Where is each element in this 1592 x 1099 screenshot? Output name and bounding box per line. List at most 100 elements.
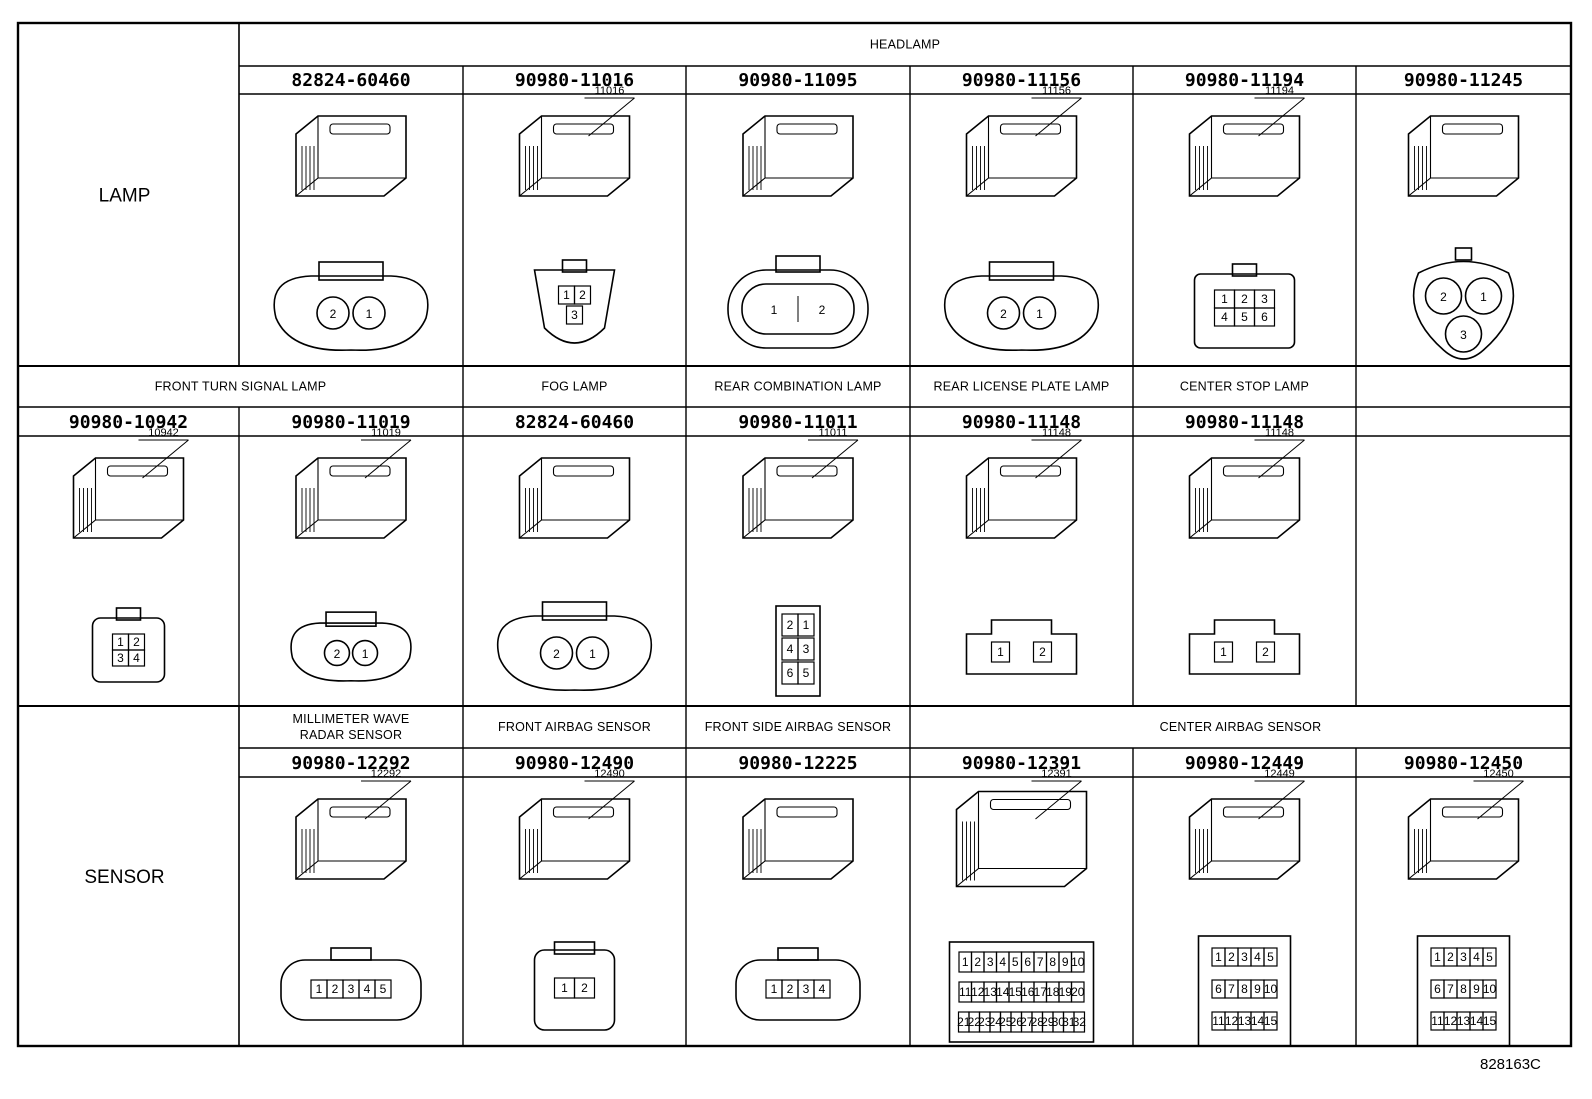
lock-tab [1222,465,1285,477]
pin-cell [797,661,815,685]
pin-number: 22 [968,1015,982,1029]
pin-number: 2 [1000,307,1007,321]
section-label: FRONT AIRBAG SENSOR [498,720,651,734]
pin-number: 4 [133,651,140,665]
part-number: 90980-12391 [962,753,1081,774]
pin-number: 8 [1241,982,1248,996]
part-number: 90980-11148 [1185,412,1304,433]
callout-arrow [1258,97,1305,137]
body-edge [742,458,853,539]
pin-number: 2 [553,647,560,661]
pin-number: 5 [803,666,810,680]
lock-tab [552,806,615,818]
row-category: LAMP [99,186,151,207]
part-number: 90980-11148 [962,412,1081,433]
face-outline [290,622,412,682]
callout-label: 11156 [1042,85,1071,97]
body-edge [73,458,184,539]
pin-number: 1 [771,982,778,996]
face-outline [775,605,821,697]
pin-cell [1032,641,1053,663]
pin-number: 4 [787,642,794,656]
face-latch [988,261,1055,281]
pin-cell [1482,947,1497,967]
section-label: REAR LICENSE PLATE LAMP [934,380,1110,394]
body-edge [1189,799,1300,880]
pin-cavity [351,639,379,667]
pin-number: 4 [364,982,371,996]
body-edge [295,458,406,539]
pin-number: 24 [989,1015,1003,1029]
callout-label: 11148 [1042,427,1071,439]
pin-number: 3 [348,982,355,996]
pin-number: 15 [1483,1014,1497,1028]
table-border [16,21,1573,1048]
pin-number: 23 [978,1015,992,1029]
face-latch [1231,263,1258,277]
callout-label: 11019 [371,427,401,439]
pin-number: 5 [1012,955,1019,969]
lock-tab [329,806,391,818]
part-number: 90980-11245 [1404,70,1523,91]
section-label: FRONT SIDE AIRBAG SENSOR [705,720,892,734]
pin-number: 14 [1251,1014,1265,1028]
pin-number: 7 [1228,982,1235,996]
pin-number: 2 [330,307,337,321]
pin-number: 1 [362,647,369,661]
pin-cell [565,305,584,325]
pin-number: 6 [1434,982,1441,996]
body-edge [519,458,630,539]
pin-cell [1253,307,1276,327]
pin-number: 2 [974,955,981,969]
pin-cell [1255,641,1276,663]
pin-number: 3 [1460,950,1467,964]
callout-arrow [588,97,635,137]
part-number: 90980-12292 [291,753,410,774]
callout-arrow [1258,780,1305,820]
pin-number: 9 [1254,982,1261,996]
pin-cavity [323,639,351,667]
pin-number: 18 [1046,985,1060,999]
pin-number: 8 [1460,982,1467,996]
pin-cell [1482,979,1497,999]
pin-number: 2 [1262,645,1269,659]
body-edge [742,116,853,197]
pin-number: 1 [563,288,570,302]
pin-number: 6 [1215,982,1222,996]
callout-label: 12450 [1483,768,1514,780]
pin-number: 1 [997,645,1004,659]
part-number: 90980-11194 [1185,70,1304,91]
callout-label: 12449 [1264,768,1295,780]
pin-number: 4 [819,982,826,996]
face-latch [330,947,372,961]
pin-number: 5 [1486,950,1493,964]
part-number: 90980-11011 [738,412,857,433]
face-latch [775,255,821,273]
part-number: 90980-12450 [1404,753,1523,774]
pin-number: 13 [1457,1014,1471,1028]
section-label: RADAR SENSOR [300,728,402,742]
face-latch [1454,247,1473,261]
lock-tab [1441,806,1504,818]
lock-tab [1222,806,1285,818]
pin-number: 1 [589,647,596,661]
pin-number: 13 [984,985,998,999]
pin-number: 6 [787,666,794,680]
body-edge [519,116,630,197]
section-label: CENTER STOP LAMP [1180,380,1309,394]
pin-number: 29 [1041,1015,1055,1029]
figure-id: 828163C [1480,1056,1541,1073]
pin-number: 1 [561,981,568,995]
face-latch [115,607,142,621]
pin-number: 1 [1221,292,1228,306]
pin-number: 10 [1071,955,1085,969]
